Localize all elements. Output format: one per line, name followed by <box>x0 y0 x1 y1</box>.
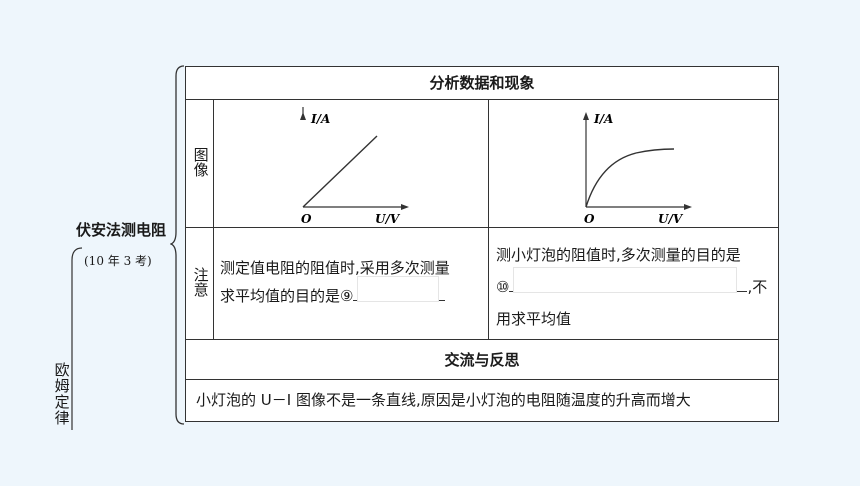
row-label-graph-text: 图像 <box>191 147 210 177</box>
header-analysis: 分析数据和现象 <box>429 74 535 92</box>
note-right-line2-end: ,不 <box>747 278 768 296</box>
note-left-line1: 测定值电阻的阻值时,采用多次测量 <box>220 259 450 277</box>
branch-title: 伏安法测电阻 <box>76 221 167 239</box>
main-topic-title: 欧姆定律 <box>52 362 71 426</box>
graph-right-y-label: I/A <box>593 112 613 126</box>
divider <box>186 379 778 380</box>
reflection-text: 小灯泡的 U－I 图像不是一条直线,原因是小灯泡的电阻随温度的升高而增大 <box>196 391 691 409</box>
answer-mask-10 <box>513 267 738 293</box>
graph-right-origin: O <box>584 212 595 226</box>
graph-right-x-label: U/V <box>658 212 684 226</box>
divider <box>186 227 778 228</box>
note-right: 测小灯泡的阻值时,多次测量的目的是 ⑩ ,不 用求平均值 <box>496 239 778 335</box>
note-left-line2-wrap: 求平均值的目的是⑨ <box>220 276 484 310</box>
graph-left-origin: O <box>301 212 312 226</box>
note-right-line1: 测小灯泡的阻值时,多次测量的目的是 <box>496 246 741 264</box>
outline-bracket-main <box>71 247 83 430</box>
note-left: 测定值电阻的阻值时,采用多次测量 求平均值的目的是⑨ <box>220 254 484 310</box>
note-right-marker: ⑩ <box>496 278 510 296</box>
summary-table: 分析数据和现象 图像 I/A U/V O I/A U/V O 注意 测定值电阻的… <box>185 66 779 422</box>
outline-curly-brace <box>170 65 185 425</box>
note-right-line3: 用求平均值 <box>496 310 572 328</box>
row-label-graph: 图像 <box>191 147 210 177</box>
answer-blank-9[interactable] <box>353 276 446 302</box>
main-topic-title-text: 欧姆定律 <box>52 362 71 426</box>
note-left-line2: 求平均值的目的是⑨ <box>220 287 354 305</box>
graph-left-y-label: I/A <box>310 112 330 126</box>
answer-mask-9 <box>357 276 440 302</box>
graph-curve: I/A U/V O <box>583 112 692 226</box>
graph-linear: I/A U/V O <box>300 107 409 226</box>
row-label-notes: 注意 <box>191 267 210 297</box>
header-exchange: 交流与反思 <box>444 351 520 369</box>
row-label-notes-text: 注意 <box>191 267 210 297</box>
divider <box>488 99 489 339</box>
divider <box>213 99 214 339</box>
branch-note: (10 年 3 考) <box>84 254 152 268</box>
divider <box>186 339 778 340</box>
answer-blank-10[interactable] <box>509 267 748 293</box>
note-right-line2-wrap: ⑩ ,不 <box>496 267 778 303</box>
graph-left-x-label: U/V <box>375 212 401 226</box>
divider <box>186 99 778 100</box>
